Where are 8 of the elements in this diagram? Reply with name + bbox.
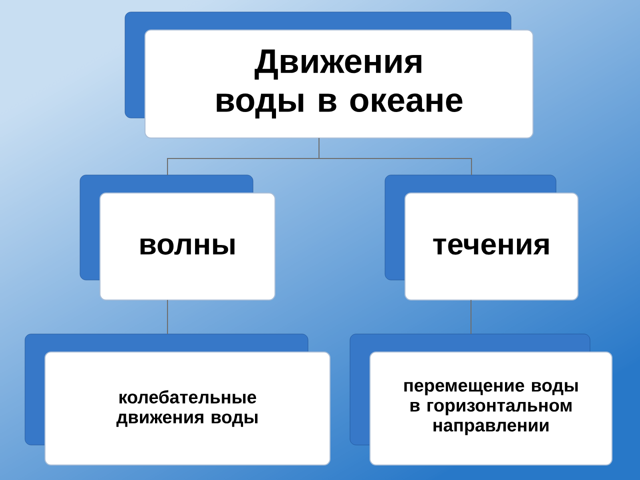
text-box: волны — [80, 174, 276, 300]
text-box: течения — [384, 174, 578, 300]
connector-line — [167, 300, 168, 334]
text-box: колебательные движения воды — [24, 334, 330, 466]
text-box: Движения воды в океане — [124, 12, 534, 138]
connector-line — [318, 138, 472, 176]
connector-line — [470, 300, 472, 334]
text-box: перемещение воды в горизонтальном направлении — [350, 334, 612, 466]
